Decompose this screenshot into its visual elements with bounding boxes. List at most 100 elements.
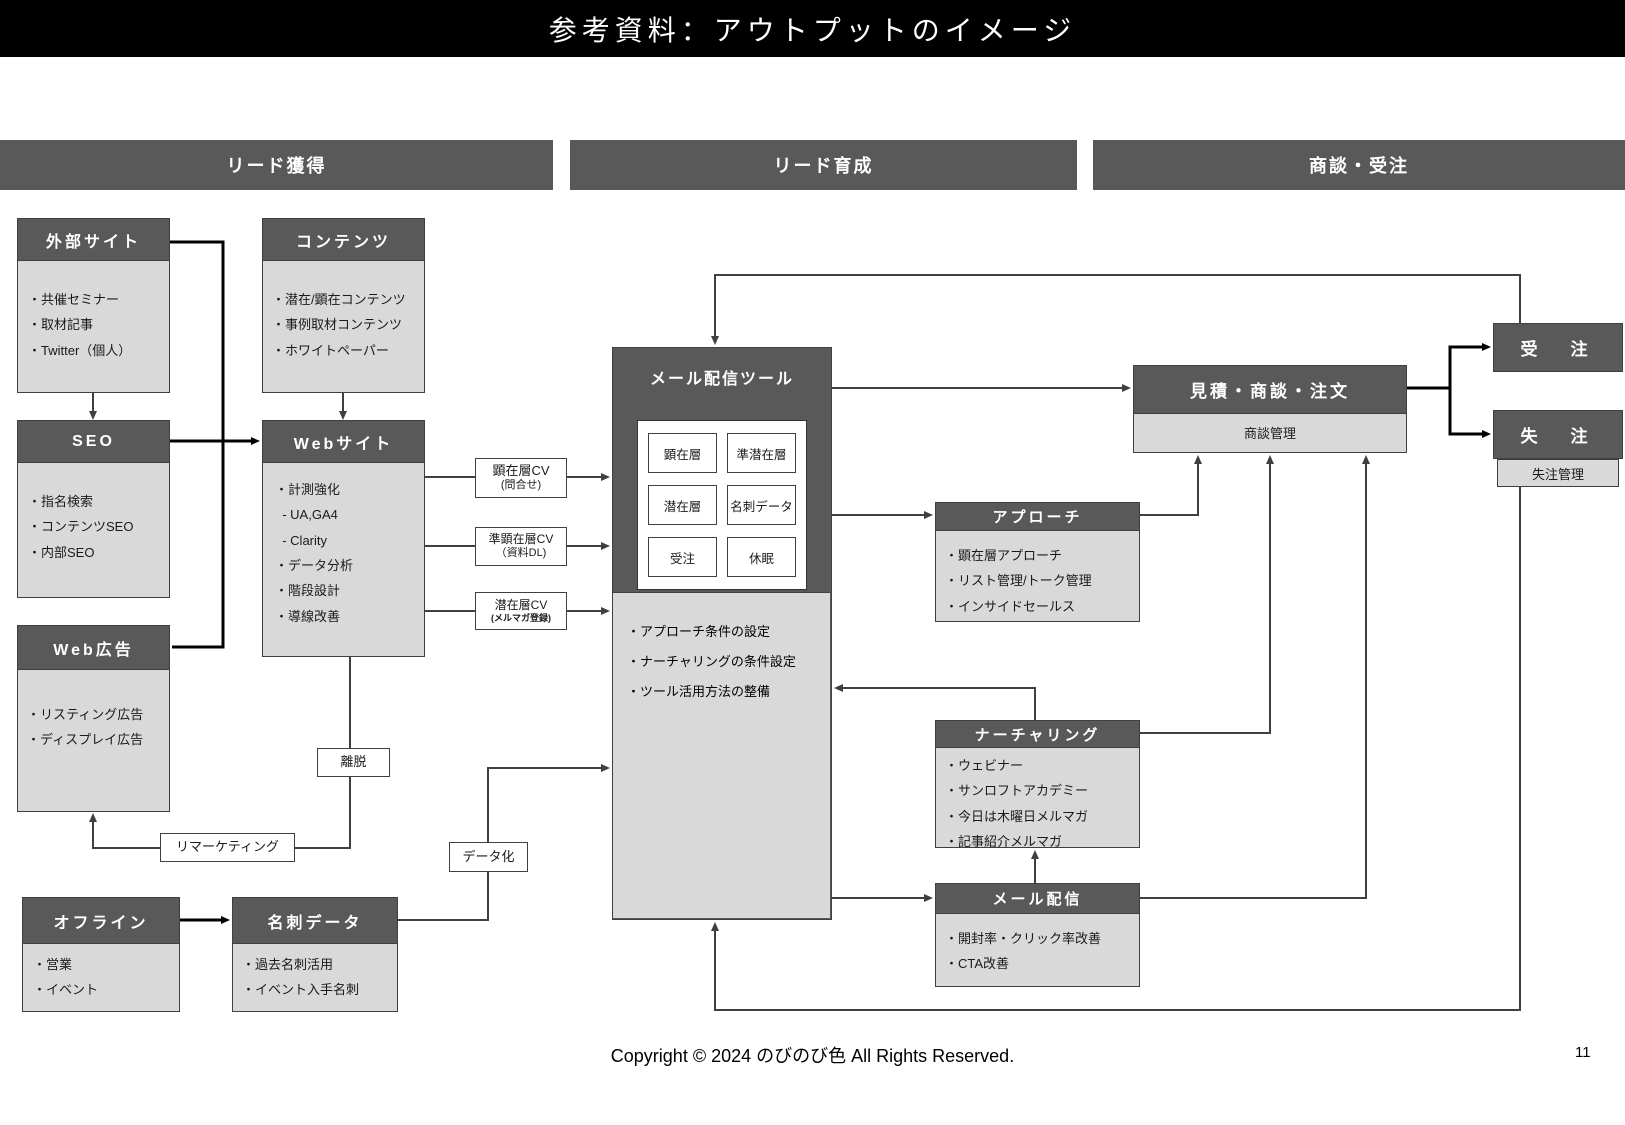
phase-lead-nurturing: リード育成 (570, 140, 1077, 190)
phase-negotiation-order: 商談・受注 (1093, 140, 1625, 190)
box-lost: 失 注 (1493, 410, 1623, 459)
label-text: 離脱 (340, 754, 367, 770)
segment-cell: 受注 (648, 537, 717, 577)
label-text: リマーケティング (176, 839, 279, 855)
label-cv-senzai: 潜在層CV (メルマガ登録) (475, 592, 567, 630)
box-external-site: 外部サイト ・共催セミナー ・取材記事 ・Twitter（個人） (17, 218, 170, 393)
list-item: ・顕在層アプローチ (945, 548, 1063, 563)
box-title: 失 注 (1520, 427, 1596, 446)
list-item: ・営業 (33, 957, 73, 972)
box-website: Webサイト ・計測強化 - UA,GA4 - Clarity ・データ分析 ・… (262, 420, 425, 657)
label-cv-kenzai: 顕在層CV (問合せ) (475, 458, 567, 498)
segment-cell: 名刺データ (727, 485, 796, 525)
cv-line1: 準顕在層CV (488, 532, 554, 547)
list-item: ・導線改善 (275, 608, 341, 624)
label-remarketing: リマーケティング (160, 833, 295, 862)
page-number: 11 (1575, 1044, 1591, 1061)
box-title: コンテンツ (263, 219, 424, 261)
nurturing-items: ・ウェビナー ・サンロフトアカデミー ・今日は木曜日メルマガ ・記事紹介メルマガ (936, 748, 1139, 854)
label-ridatsu: 離脱 (317, 748, 390, 777)
connector-ridatsu-remarketing (295, 777, 351, 849)
box-title: 名刺データ (233, 898, 397, 944)
page-title: 参考資料：アウトプットのイメージ (548, 14, 1077, 46)
external-site-items: ・共催セミナー ・取材記事 ・Twitter（個人） (18, 261, 169, 363)
list-item: ・取材記事 (28, 317, 94, 333)
connector-remarketing-webad (89, 813, 160, 849)
cv-line1: 顕在層CV (492, 463, 550, 479)
list-item: ・ナーチャリングの条件設定 (627, 654, 796, 670)
connector-nurturing-mailtool (834, 684, 1036, 720)
segment-cell: 準潜在層 (727, 433, 796, 473)
label-text: データ化 (462, 848, 515, 864)
content-items: ・潜在/顕在コンテンツ ・事例取材コンテンツ ・ホワイトペーパー (263, 261, 424, 363)
approach-items: ・顕在層アプローチ ・リスト管理/トーク管理 ・インサイドセールス (936, 531, 1139, 619)
list-item: ・ツール活用方法の整備 (627, 684, 771, 700)
box-title: オフライン (23, 898, 179, 944)
connector-won-feedback-mailtool (711, 274, 1521, 345)
box-mail-tool: メール配信ツール 顕在層 準潜在層 潜在層 名刺データ 受注 休眠 ・アプローチ… (612, 347, 832, 920)
segment-cell: 潜在層 (648, 485, 717, 525)
cv-line1: 潜在層CV (494, 597, 548, 612)
box-title: 見積・商談・注文 (1134, 366, 1406, 414)
website-items: ・計測強化 - UA,GA4 - Clarity ・データ分析 ・階段設計 ・導… (263, 463, 424, 629)
seo-items: ・指名検索 ・コンテンツSEO ・内部SEO (18, 463, 169, 565)
list-item: ・開封率・クリック率改善 (945, 931, 1102, 946)
box-title: メール配信ツール (649, 371, 794, 388)
label-cv-junkenzai: 準顕在層CV （資料DL) (475, 527, 567, 566)
box-won: 受 注 (1493, 323, 1623, 372)
list-item: ・データ分析 (275, 558, 354, 574)
list-item: ・記事紹介メルマガ (945, 834, 1063, 850)
box-web-ad: Web広告 ・リスティング広告 ・ディスプレイ広告 (17, 625, 170, 812)
connector-nurturing-quote (1140, 455, 1274, 734)
list-item: ・リスティング広告 (27, 707, 144, 722)
cv-line2: (問合せ) (500, 479, 542, 492)
list-item: ・計測強化 (275, 482, 341, 497)
cv-line2: （資料DL) (495, 547, 547, 560)
segment-cell: 顕在層 (648, 433, 717, 473)
box-nurturing: ナーチャリング ・ウェビナー ・サンロフトアカデミー ・今日は木曜日メルマガ ・… (935, 720, 1140, 849)
list-item: ・共催セミナー (28, 292, 120, 307)
list-item: - Clarity (275, 532, 327, 548)
box-lost-management: 失注管理 (1497, 459, 1619, 487)
list-item: ・内部SEO (28, 544, 95, 560)
list-item: ・指名検索 (28, 494, 94, 509)
footer-copyright: Copyright © 2024 のびのび色 All Rights Reserv… (610, 1046, 1015, 1066)
phase-label: リード獲得 (226, 156, 327, 176)
list-item: ・ディスプレイ広告 (27, 732, 144, 748)
list-item: ・イベント (33, 982, 99, 998)
quote-sub: 商談管理 (1243, 425, 1296, 441)
box-title: Webサイト (263, 421, 424, 463)
list-item: ・インサイドセールス (945, 598, 1076, 614)
connector-maildelivery-quote (1140, 455, 1370, 899)
label-text: 失注管理 (1531, 466, 1584, 482)
list-item: ・過去名刺活用 (242, 957, 334, 972)
box-seo: SEO ・指名検索 ・コンテンツSEO ・内部SEO (17, 420, 170, 598)
mail-tool-items: ・アプローチ条件の設定 ・ナーチャリングの条件設定 ・ツール活用方法の整備 (613, 592, 830, 919)
box-offline: オフライン ・営業 ・イベント (22, 897, 180, 1012)
segment-cell: 休眠 (727, 537, 796, 577)
connector-quote-lost (1448, 388, 1491, 438)
box-approach: アプローチ ・顕在層アプローチ ・リスト管理/トーク管理 ・インサイドセールス (935, 502, 1140, 622)
connector-approach-quote (1140, 455, 1202, 516)
box-title: Web広告 (18, 626, 169, 670)
box-title: 受 注 (1520, 340, 1596, 359)
box-mail-delivery: メール配信 ・開封率・クリック率改善 ・CTA改善 (935, 883, 1140, 987)
box-content: コンテンツ ・潜在/顕在コンテンツ ・事例取材コンテンツ ・ホワイトペーパー (262, 218, 425, 393)
connector-quote-won (1407, 343, 1491, 390)
mail-delivery-items: ・開封率・クリック率改善 ・CTA改善 (936, 914, 1139, 977)
box-title: アプローチ (936, 503, 1139, 531)
box-quote-negotiation: 見積・商談・注文 商談管理 (1133, 365, 1407, 453)
list-item: ・ホワイトペーパー (272, 342, 389, 358)
phase-label: リード育成 (773, 156, 874, 176)
connector-lost-feedback-mailtool (711, 487, 1521, 1011)
mail-tool-segment-panel: 顕在層 準潜在層 潜在層 名刺データ 受注 休眠 (637, 420, 807, 590)
list-item: ・潜在/顕在コンテンツ (272, 292, 406, 307)
list-item: ・今日は木曜日メルマガ (945, 808, 1089, 824)
meishi-items: ・過去名刺活用 ・イベント入手名刺 (233, 944, 397, 1003)
box-title: ナーチャリング (936, 721, 1139, 748)
list-item: ・CTA改善 (945, 956, 1010, 972)
list-item: ・リスト管理/トーク管理 (945, 573, 1092, 589)
list-item: ・コンテンツSEO (28, 519, 134, 535)
